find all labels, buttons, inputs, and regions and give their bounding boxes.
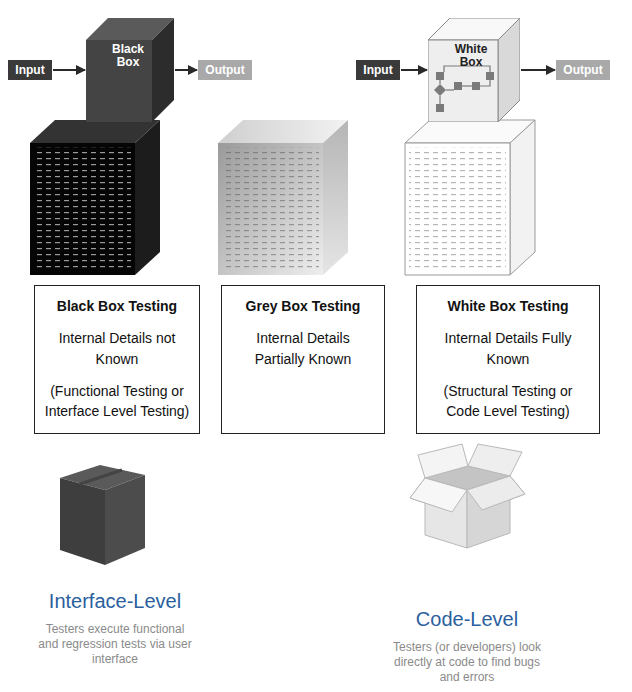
level-title: Interface-Level — [20, 590, 210, 613]
grey-cube — [218, 120, 348, 275]
flow-step — [472, 82, 480, 90]
cube-front — [86, 40, 152, 122]
cube-side — [135, 120, 160, 275]
flow-arrow — [521, 69, 555, 71]
box-heading: White Box Testing — [425, 296, 591, 316]
flow-line — [439, 80, 440, 84]
cube-outline — [428, 18, 520, 122]
box-body: (Structural Testing or Code Level Testin… — [425, 381, 591, 422]
cube-side — [323, 120, 348, 275]
flow-line — [462, 85, 472, 86]
closed-box-icon — [60, 465, 145, 565]
flow-decision — [434, 84, 446, 96]
white-cube — [405, 120, 535, 275]
cube-side — [498, 18, 520, 122]
cube-side — [510, 120, 535, 275]
input-box: Input — [356, 60, 400, 80]
cube-front — [218, 143, 323, 275]
box-flap — [467, 476, 525, 510]
box-right — [105, 475, 145, 565]
io-label: Input — [363, 63, 392, 77]
box-label: White Box — [448, 43, 494, 69]
white-box-cube: White Box — [428, 18, 520, 122]
flowchart-icon — [434, 66, 494, 112]
box-body: (Functional Testing or Interface Level T… — [43, 381, 191, 422]
flow-step — [486, 72, 494, 80]
cube-front — [428, 40, 498, 122]
box-body: Internal Details Fully Known — [425, 328, 591, 369]
flow-line — [446, 89, 454, 90]
testing-box: Grey Box TestingInternal Details Partial… — [221, 285, 385, 434]
flow-arrow — [175, 69, 197, 71]
flow-line — [480, 80, 490, 86]
input-box: Input — [8, 60, 52, 80]
flow-line — [439, 96, 440, 104]
box-flap — [410, 478, 467, 512]
testing-box: White Box TestingInternal Details Fully … — [416, 285, 600, 434]
cube-front — [30, 143, 135, 275]
box-tape — [80, 470, 122, 484]
cube-side — [152, 18, 174, 122]
output-box: Output — [198, 60, 252, 80]
level-title: Code-Level — [372, 608, 562, 631]
box-left — [60, 478, 105, 565]
flow-step — [436, 72, 444, 80]
open-box-icon — [410, 444, 525, 548]
io-label: Output — [563, 63, 602, 77]
level-description: Testers execute functional and regressio… — [38, 622, 192, 667]
box-body: Internal Details Partially Known — [230, 328, 376, 369]
box-flap — [468, 444, 522, 476]
box-flap — [418, 444, 468, 478]
flow-step — [454, 82, 462, 90]
flow-arrow — [401, 69, 427, 71]
output-box: Output — [556, 60, 610, 80]
cube-front — [405, 143, 510, 275]
testing-box: Black Box TestingInternal Details not Kn… — [34, 285, 200, 434]
flow-arrow — [53, 69, 85, 71]
box-heading: Black Box Testing — [43, 296, 191, 316]
cube-outline — [86, 18, 174, 122]
flow-step — [436, 104, 444, 112]
io-label: Output — [205, 63, 244, 77]
binary-texture — [409, 147, 506, 271]
box-heading: Grey Box Testing — [230, 296, 376, 316]
binary-texture — [222, 147, 319, 271]
binary-texture — [34, 147, 131, 271]
io-label: Input — [15, 63, 44, 77]
black-box-cube: Black Box — [86, 18, 174, 122]
box-body: Internal Details not Known — [43, 328, 191, 369]
black-cube — [30, 120, 160, 275]
box-label: Black Box — [106, 43, 150, 69]
level-description: Testers (or developers) look directly at… — [392, 640, 542, 685]
